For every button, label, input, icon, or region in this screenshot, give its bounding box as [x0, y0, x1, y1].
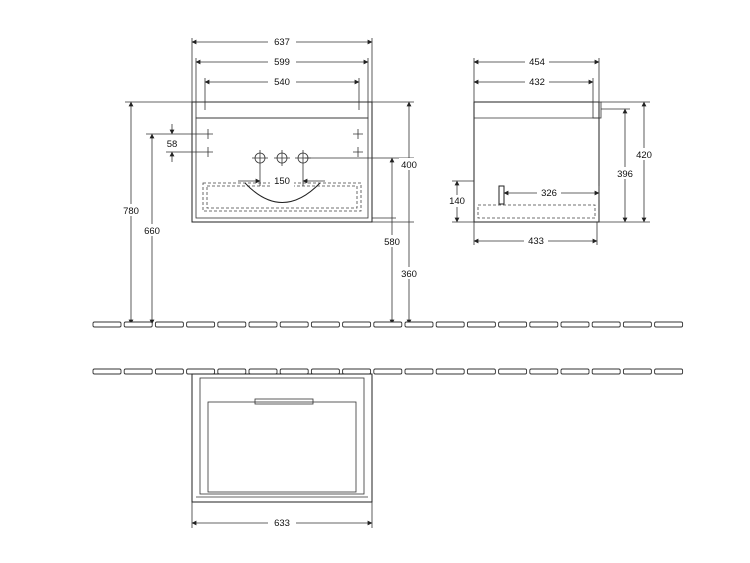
dim-mount-offset: 58	[167, 139, 178, 150]
side-drawer-outline	[477, 204, 596, 219]
wall-tile	[154, 368, 184, 375]
top-cabinet-outline	[191, 373, 373, 503]
side-drawer-handle	[498, 185, 505, 205]
wall-tile	[529, 321, 559, 328]
dim-floor-clearance: 360	[401, 269, 417, 280]
dim-side-inner-height: 396	[617, 169, 633, 180]
wall-tile-row-upper	[92, 321, 684, 328]
wall-tile	[373, 368, 403, 375]
dim-tap-spacing: 150	[274, 176, 290, 187]
wall-tile	[622, 321, 652, 328]
wall-tile	[92, 368, 122, 375]
dim-front-overall-width: 637	[274, 37, 290, 48]
dim-side-overall-height: 420	[636, 150, 652, 161]
wall-tile	[310, 321, 340, 328]
wall-tile	[591, 368, 621, 375]
dim-drawer-depth: 326	[541, 188, 557, 199]
wall-tile	[622, 368, 652, 375]
dim-top-width: 633	[274, 518, 290, 529]
wall-tile	[217, 368, 247, 375]
dim-front-panel-width: 540	[274, 77, 290, 88]
top-drawer-outline	[207, 401, 357, 493]
wall-tile	[404, 321, 434, 328]
wall-tile	[248, 368, 278, 375]
wall-tile	[466, 321, 496, 328]
wall-tile	[404, 368, 434, 375]
wall-tile	[186, 321, 216, 328]
dim-side-bottom-depth: 433	[528, 236, 544, 247]
wall-tile	[373, 321, 403, 328]
wall-tile	[123, 321, 153, 328]
dim-drawer-height: 140	[449, 196, 465, 207]
wall-tile	[435, 321, 465, 328]
top-view: 633	[191, 373, 373, 529]
side-view: 454 432 433 420 396 140 326	[447, 55, 654, 247]
tap-holes	[252, 150, 311, 166]
wall-tile	[654, 368, 684, 375]
wall-tile	[498, 321, 528, 328]
wall-tile	[248, 321, 278, 328]
wall-tile	[310, 368, 340, 375]
wall-tile	[435, 368, 465, 375]
dim-side-overall-depth: 454	[529, 57, 545, 68]
wall-tile	[654, 321, 684, 328]
dim-top-height: 660	[144, 226, 160, 237]
dim-side-inner-depth: 432	[529, 77, 545, 88]
wall-tile	[591, 321, 621, 328]
dim-total-height: 780	[123, 206, 139, 217]
dim-floor-to-bottom: 580	[384, 237, 400, 248]
wall-tile-row-lower	[92, 368, 684, 375]
side-top-lip	[592, 101, 602, 119]
wall-tile	[92, 321, 122, 328]
wall-tile	[186, 368, 216, 375]
wall-tile	[560, 321, 590, 328]
front-inner-frame	[195, 117, 369, 219]
side-cabinet-outline	[473, 101, 600, 223]
wall-tile	[560, 368, 590, 375]
wall-tile	[466, 368, 496, 375]
front-drawer-inner	[206, 185, 358, 209]
front-drawer-outline	[202, 182, 362, 212]
top-inner-frame	[199, 377, 365, 495]
front-siphon-cutout	[244, 182, 321, 203]
dim-cabinet-height: 400	[401, 160, 417, 171]
wall-tile	[279, 321, 309, 328]
wall-tile	[529, 368, 559, 375]
wall-tile	[342, 321, 372, 328]
wall-tile	[279, 368, 309, 375]
wall-tile	[342, 368, 372, 375]
wall-tile	[123, 368, 153, 375]
wall-tile	[498, 368, 528, 375]
dim-front-inner-width: 599	[274, 57, 290, 68]
wall-tile	[217, 321, 247, 328]
mounting-cross-marks	[203, 129, 363, 157]
front-view: 637 599 540 780 660 58 150	[121, 35, 419, 325]
front-top-rim	[195, 101, 369, 119]
top-drawer-handle	[254, 398, 314, 405]
wall-tile	[154, 321, 184, 328]
